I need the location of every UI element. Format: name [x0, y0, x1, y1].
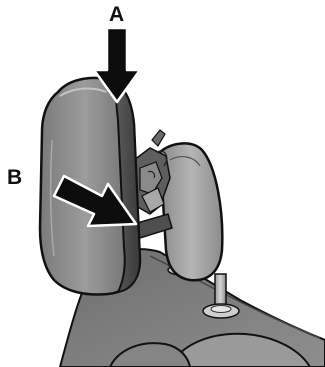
callout-label-b: B — [7, 167, 22, 188]
callout-label-a: A — [109, 4, 124, 25]
headrest-rear-panel — [160, 143, 222, 280]
headrest-front-cushion — [40, 78, 140, 295]
